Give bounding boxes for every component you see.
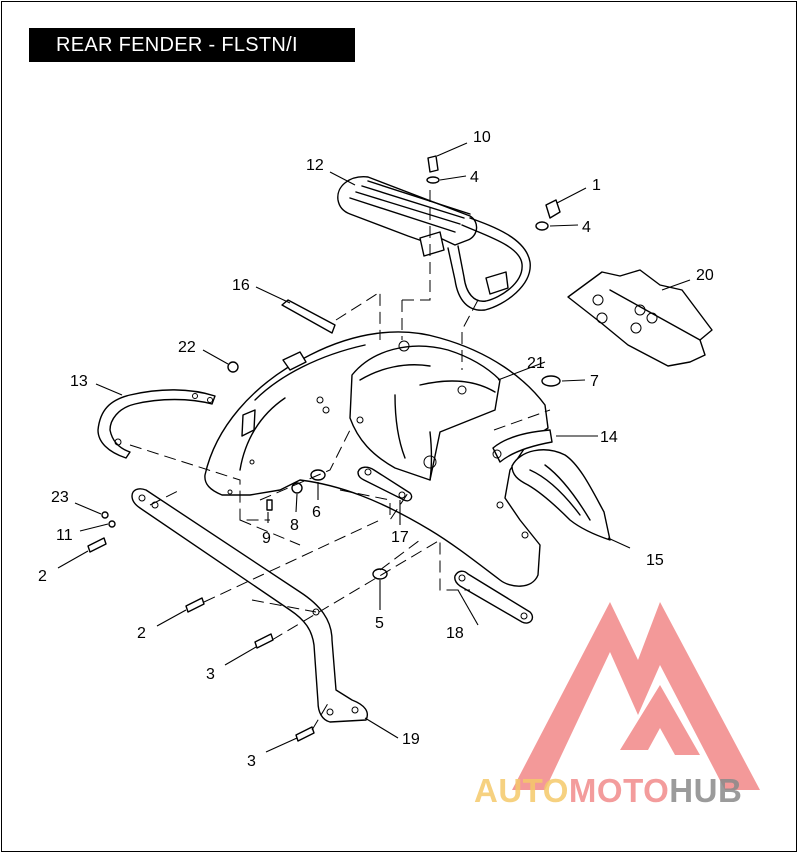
luggage-rack: [337, 176, 531, 311]
support-rod: [454, 570, 534, 624]
callout-1: 1: [592, 177, 601, 194]
callout-labels: 10 4 12 1 4 20 16 22 21 7 13 14 15 23 11…: [38, 129, 714, 770]
fender-bracket: [492, 429, 553, 463]
callout-5: 5: [375, 615, 384, 632]
callout-14: 14: [600, 429, 618, 446]
callout-16: 16: [232, 277, 250, 294]
callout-20: 21: [527, 355, 545, 372]
callout-18: 18: [446, 625, 464, 642]
callout-2: 2: [38, 568, 47, 585]
title-bar: REAR FENDER - FLSTN/I: [29, 28, 355, 62]
hardware: [87, 155, 561, 742]
callout-17: 17: [391, 529, 409, 546]
callout-15: 15: [646, 552, 664, 569]
brand-logo-icon: [512, 602, 760, 790]
callout-8: 8: [290, 517, 299, 534]
callout-3: 3: [206, 666, 215, 683]
callout-13: 13: [70, 373, 88, 390]
callout-6: 6: [312, 504, 321, 521]
callout-22: 22: [178, 339, 196, 356]
callout-2b: 2: [137, 625, 146, 642]
brand-part-hub: HUB: [669, 772, 743, 809]
grab-strap: [281, 299, 336, 334]
callout-19: 20: [696, 267, 714, 284]
callout-10: 10: [473, 129, 491, 146]
callout-7: 7: [590, 373, 599, 390]
callout-4b: 4: [582, 219, 591, 236]
callout-11: 11: [56, 527, 73, 544]
fender-tip: [511, 449, 611, 541]
leader-lines: [57, 142, 691, 753]
brand-wordmark: AUTOMOTOHUB: [474, 772, 800, 812]
callout-23: 23: [51, 489, 69, 506]
fender-strut: [131, 488, 369, 723]
gasket: [567, 269, 713, 367]
callout-9: 9: [262, 530, 271, 547]
callout-3b: 3: [247, 753, 256, 770]
rail-support: [97, 389, 216, 459]
assembly-lines: [129, 190, 551, 731]
callout-4: 4: [470, 169, 479, 186]
callout-12: 12: [306, 157, 324, 174]
brand-part-moto: MOTO: [568, 772, 670, 809]
page-title: REAR FENDER - FLSTN/I: [56, 33, 298, 56]
brand-part-auto: AUTO: [474, 772, 569, 809]
stiffener: [357, 466, 413, 502]
rear-fender: [204, 331, 549, 587]
callout-21: 19: [402, 731, 420, 748]
